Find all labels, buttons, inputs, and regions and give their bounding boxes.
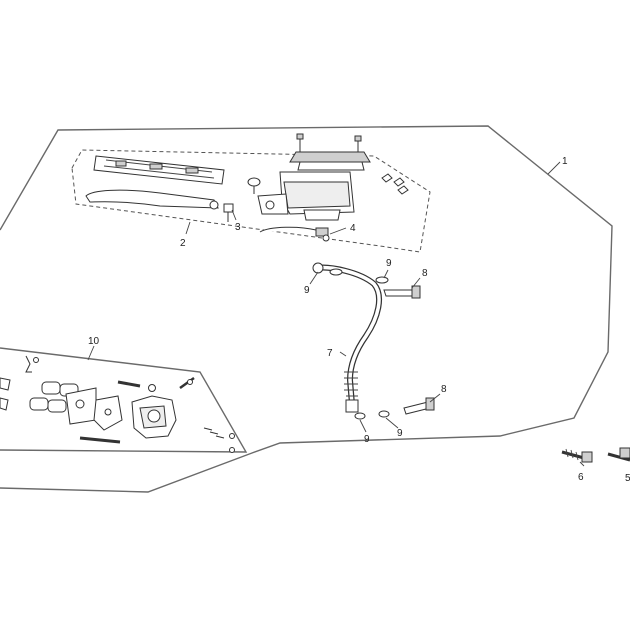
leader-lines [87, 161, 585, 467]
callout-8-lower: 8 [441, 384, 447, 395]
small-screw [247, 177, 261, 194]
callout-9-hose-bottom-right: 9 [397, 428, 403, 439]
callout-8-upper: 8 [422, 268, 428, 279]
caliper-body [131, 395, 177, 439]
banjo-bolt-lower [403, 397, 435, 415]
callout-5: 5 [625, 473, 630, 484]
brake-light-switch [259, 226, 330, 242]
caliper-plate [93, 395, 123, 431]
retaining-clips [381, 173, 409, 195]
callout-6: 6 [578, 472, 584, 483]
callout-4: 4 [350, 223, 356, 234]
caliper-bleed-parts [203, 427, 235, 453]
master-cylinder-body [257, 171, 355, 221]
mounting-bolt-5 [607, 447, 630, 462]
banjo-bolt-upper [383, 285, 421, 299]
reservoir-label-strip [93, 155, 225, 185]
cap-screws [296, 133, 362, 154]
caliper-small-parts [0, 355, 39, 411]
hose-ribs [344, 371, 358, 397]
callout-7: 7 [327, 348, 333, 359]
brake-hose [312, 262, 383, 413]
callout-3: 3 [235, 222, 241, 233]
callout-9-hose-top-left: 9 [304, 285, 310, 296]
washers [329, 268, 390, 420]
callout-2: 2 [180, 238, 186, 249]
callout-9-hose-top-right: 9 [386, 258, 392, 269]
brake-pads [29, 381, 79, 413]
caliper-bracket [65, 387, 97, 425]
mounting-bolt-6 [561, 448, 593, 463]
callout-9-hose-bottom-left: 9 [364, 434, 370, 445]
pivot-bolt [223, 203, 234, 222]
brake-lever [85, 189, 219, 210]
callout-1: 1 [562, 156, 568, 167]
assembly-outline [0, 125, 613, 493]
master-cylinder-outline [71, 149, 431, 253]
reservoir-cap [289, 151, 371, 171]
callout-10: 10 [88, 336, 100, 347]
caliper-outline [0, 347, 248, 453]
caliper-pins [79, 376, 195, 444]
